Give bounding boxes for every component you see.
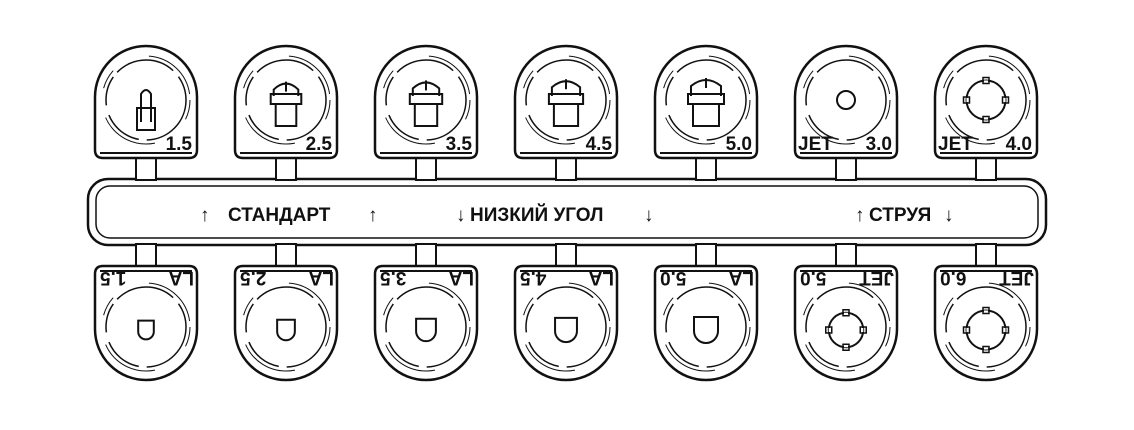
- bottom-tip-5: 5.0 LA: [653, 243, 759, 382]
- top-tip-2: 2.5: [233, 44, 339, 181]
- bar-labels: ↑ СТАНДАРТ ↑ ↓ НИЗКИЙ УГОЛ ↓ ↑ СТРУЯ ↓: [200, 204, 954, 226]
- top-tip-7: 4.0 JET: [933, 44, 1039, 181]
- arrow-down-icon: ↓: [644, 205, 654, 226]
- tip-type-label: LA: [308, 267, 334, 288]
- tip-type-label: LA: [448, 267, 474, 288]
- top-tip-3: 3.5: [373, 44, 479, 181]
- bottom-tip-4: 4.5 LA: [513, 243, 619, 382]
- tip-size-label: 5.0: [660, 267, 686, 288]
- label-standard: СТАНДАРТ: [228, 205, 331, 226]
- arrow-up-icon: ↑: [200, 205, 210, 226]
- label-low-angle: НИЗКИЙ УГОЛ: [470, 204, 603, 226]
- arrow-up-icon: ↑: [855, 205, 865, 226]
- arrow-down-icon: ↓: [944, 205, 954, 226]
- bottom-tip-1: 1.5 LA: [93, 243, 199, 382]
- tip-size-label: 5.0: [800, 267, 826, 288]
- tip-type-label: LA: [588, 267, 614, 288]
- bottom-tip-7: 6.0 JET: [933, 243, 1039, 382]
- tip-type-label: LA: [168, 267, 194, 288]
- top-tip-5: 5.0: [653, 44, 759, 181]
- label-jet: СТРУЯ: [869, 205, 931, 226]
- connector-bar: [86, 177, 1048, 247]
- tip-type-label: JET: [859, 267, 894, 288]
- top-tip-6: 3.0 JET: [793, 44, 899, 181]
- tip-size-label: 2.5: [306, 134, 333, 155]
- top-tip-4: 4.5: [513, 44, 619, 181]
- tip-size-label: 4.5: [520, 267, 547, 288]
- tip-size-label: 4.5: [586, 134, 613, 155]
- tip-type-label: JET: [798, 134, 833, 155]
- bottom-tip-3: 3.5 LA: [373, 243, 479, 382]
- tip-size-label: 3.5: [446, 134, 473, 155]
- tip-size-label: 6.0: [940, 267, 966, 288]
- arrow-up-icon: ↑: [368, 205, 378, 226]
- tip-size-label: 1.5: [166, 134, 193, 155]
- tip-size-label: 4.0: [1006, 134, 1032, 155]
- top-tip-1: 1.5: [93, 44, 199, 181]
- tip-type-label: JET: [938, 134, 973, 155]
- arrow-down-icon: ↓: [456, 205, 466, 226]
- tip-size-label: 3.5: [380, 267, 407, 288]
- tip-type-label: JET: [999, 267, 1034, 288]
- tip-size-label: 3.0: [866, 134, 892, 155]
- bottom-tip-6: 5.0 JET: [793, 243, 899, 382]
- tip-type-label: LA: [728, 267, 754, 288]
- bottom-tip-2: 2.5 LA: [233, 243, 339, 382]
- tip-size-label: 2.5: [240, 267, 267, 288]
- tip-size-label: 5.0: [726, 134, 752, 155]
- tip-size-label: 1.5: [100, 267, 127, 288]
